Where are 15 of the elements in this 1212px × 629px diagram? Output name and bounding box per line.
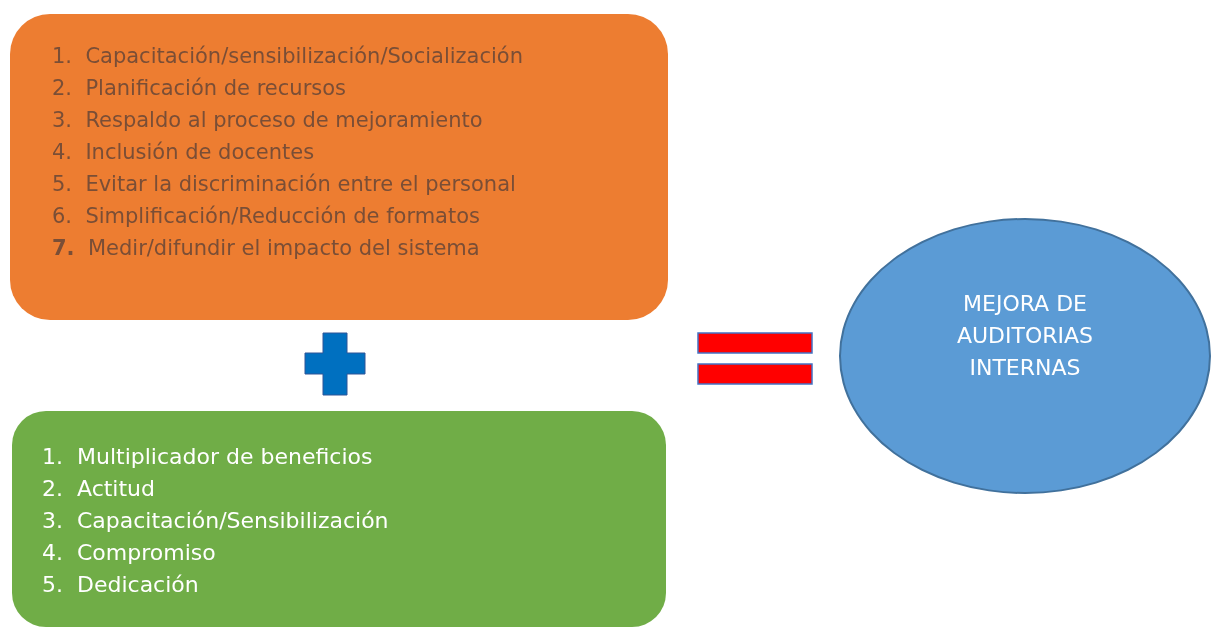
list-item: 7. Medir/difundir el impacto del sistema xyxy=(52,235,480,262)
list-item: 5. Evitar la discriminación entre el personal xyxy=(52,171,516,198)
list-item: 2. Planificación de recursos xyxy=(52,75,346,102)
result-text: MEJORA DE AUDITORIAS INTERNAS xyxy=(955,290,1095,382)
list-box xyxy=(12,411,666,627)
list-item: 1. Capacitación/sensibilización/Socialización xyxy=(52,43,524,70)
list-item: 3. Respaldo al proceso de mejoramiento xyxy=(52,107,483,134)
list-item: 2. Actitud xyxy=(42,475,155,503)
list-item: 6. Simplificación/Reducción de formatos xyxy=(52,203,480,230)
list-item: 1. Multiplicador de beneficios xyxy=(42,443,373,471)
list-item: 5. Dedicación xyxy=(42,571,199,599)
list-item: 3. Capacitación/Sensibilización xyxy=(42,507,389,535)
list-box xyxy=(10,14,668,320)
list-item: 4. Inclusión de docentes xyxy=(52,139,315,166)
list-item: 4. Compromiso xyxy=(42,539,216,567)
